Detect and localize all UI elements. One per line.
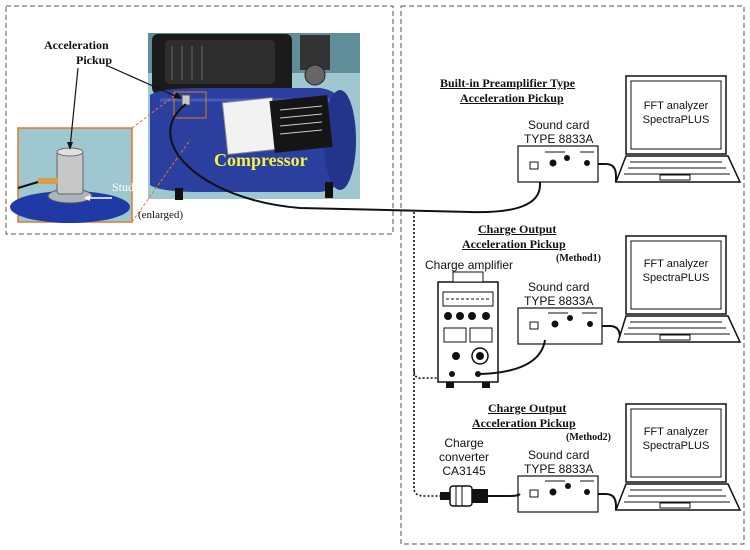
callout-line-bottom (131, 139, 191, 223)
laptop-3 (614, 403, 742, 511)
soundcard-1-device (517, 145, 599, 183)
enlarged-pickup-photo (10, 127, 133, 223)
dotted-cable-method2 (413, 370, 440, 497)
pickup-arrowhead-inset (67, 142, 73, 150)
soundcard-2-device (517, 307, 603, 345)
method1-tag: (Method1) (556, 253, 601, 264)
pickup-label-line2: Pickup (76, 53, 113, 67)
laptop-2 (616, 235, 742, 343)
soundcard-3-label-line1: Sound card (528, 448, 590, 462)
analyzer-2-line1: FFT analyzer (643, 258, 709, 270)
compressor-label: Compressor (214, 150, 308, 170)
converter-label-line2: converter (438, 450, 490, 464)
analyzer-1-line2: SpectraPLUS (642, 114, 710, 126)
analyzer-1-line1: FFT analyzer (643, 100, 709, 112)
pickup-arrow-compressor (107, 65, 181, 99)
charge-converter-device (440, 485, 488, 507)
compressor-photo (148, 33, 360, 200)
dotted-cable-method1 (413, 212, 448, 380)
cable-amp-to-soundcard (478, 339, 546, 375)
converter-label-line3: CA3145 (442, 464, 486, 478)
soundcard-1-label-line2: TYPE 8833A (524, 132, 594, 146)
laptop-1 (614, 75, 742, 183)
method2-title-line1: Charge Output (488, 401, 567, 415)
pickup-arrow-inset (69, 67, 79, 149)
analyzer-2-line2: SpectraPLUS (642, 272, 710, 284)
cable-builtin (169, 103, 541, 214)
method2-tag: (Method2) (566, 432, 611, 443)
pickup-label-line1: Acceleration (44, 38, 109, 52)
soundcard-3-device (517, 475, 599, 513)
right-dashed-frame (400, 5, 745, 545)
usb-cable-2 (602, 325, 621, 342)
soundcard-1-label-line1: Sound card (528, 118, 590, 132)
charge-amplifier-device (437, 271, 499, 388)
builtin-title-line1: Built-in Preamplifier Type (440, 76, 576, 90)
soundcard-2-label-line1: Sound card (528, 280, 590, 294)
pickup-arrowhead-compressor (173, 92, 182, 99)
method1-title-line1: Charge Output (478, 222, 557, 236)
analyzer-3-line1: FFT analyzer (643, 426, 709, 438)
callout-line-top (131, 95, 175, 129)
soundcard-3-label-line2: TYPE 8833A (524, 462, 594, 476)
cable-converter-to-soundcard (488, 493, 521, 497)
usb-cable-1 (598, 163, 617, 182)
charge-amplifier-label: Charge amplifier (425, 258, 514, 272)
method1-title-line2: Acceleration Pickup (462, 237, 566, 251)
soundcard-2-label-line2: TYPE 8833A (524, 294, 594, 308)
stud-arrowhead (84, 195, 90, 201)
stud-label: Stud (112, 180, 135, 194)
converter-label-line1: Charge (444, 436, 484, 450)
enlarged-label: (enlarged) (138, 209, 183, 221)
usb-cable-3 (598, 493, 617, 510)
analyzer-3-line2: SpectraPLUS (642, 440, 710, 452)
builtin-title-line2: Acceleration Pickup (460, 91, 564, 105)
left-dashed-frame (5, 5, 394, 235)
method2-title-line2: Acceleration Pickup (472, 416, 576, 430)
